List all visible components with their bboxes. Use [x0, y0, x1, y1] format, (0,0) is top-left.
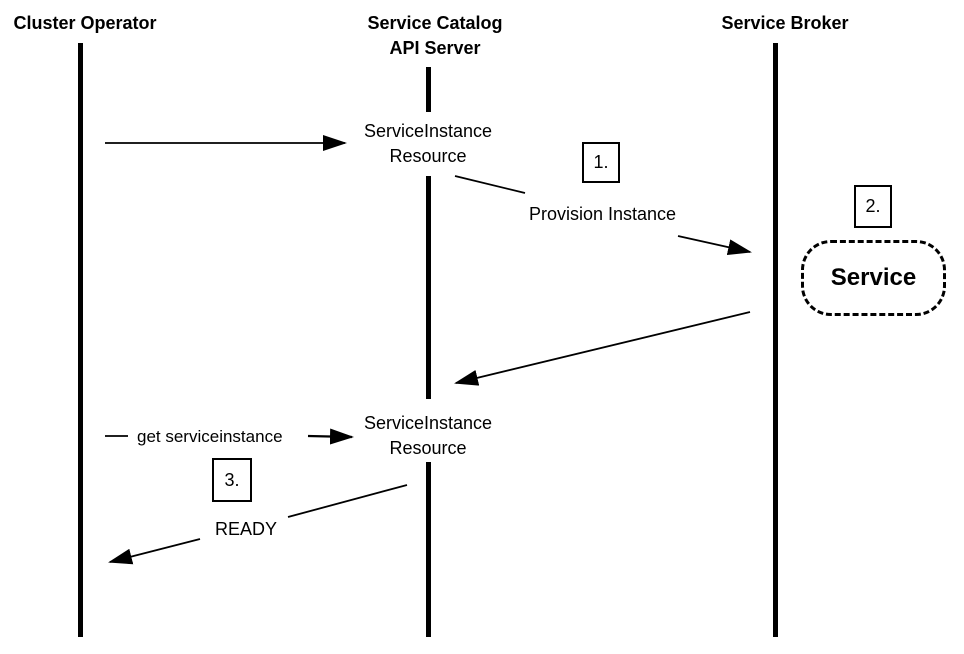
actor-header-service-broker: Service Broker [721, 13, 849, 33]
actor-header-api-server-line1: Service Catalog [367, 13, 503, 33]
node-serviceinstance-resource-1-line2: Resource [389, 146, 467, 166]
node-serviceinstance-resource-1: ServiceInstance Resource [353, 119, 503, 169]
actor-header-api-server: Service Catalog API Server [355, 11, 515, 61]
arrow-get-to-resource [307, 428, 354, 445]
message-provision-instance: Provision Instance [528, 204, 677, 224]
node-service-dashed: Service [801, 240, 946, 316]
message-get-serviceinstance: get serviceinstance [137, 427, 283, 446]
message-ready: READY [214, 519, 277, 539]
step-marker-2: 2. [854, 185, 892, 228]
node-serviceinstance-resource-2-line2: Resource [389, 438, 467, 458]
node-serviceinstance-resource-2: ServiceInstance Resource [353, 411, 503, 461]
step-marker-1: 1. [582, 142, 620, 183]
arrow-provision-to-broker [677, 235, 752, 256]
step-marker-3: 3. [212, 458, 252, 502]
actor-header-api-server-line2: API Server [389, 38, 481, 58]
node-serviceinstance-resource-2-line1: ServiceInstance [363, 413, 493, 433]
line-provision-from-resource [454, 175, 526, 194]
arrow-ready-to-operator [108, 538, 201, 565]
node-serviceinstance-resource-1-line1: ServiceInstance [363, 121, 493, 141]
line-ready-from-resource [287, 484, 408, 518]
node-service-label: Service [830, 264, 917, 291]
arrow-broker-response [454, 311, 751, 386]
actor-header-cluster-operator: Cluster Operator [13, 13, 157, 33]
